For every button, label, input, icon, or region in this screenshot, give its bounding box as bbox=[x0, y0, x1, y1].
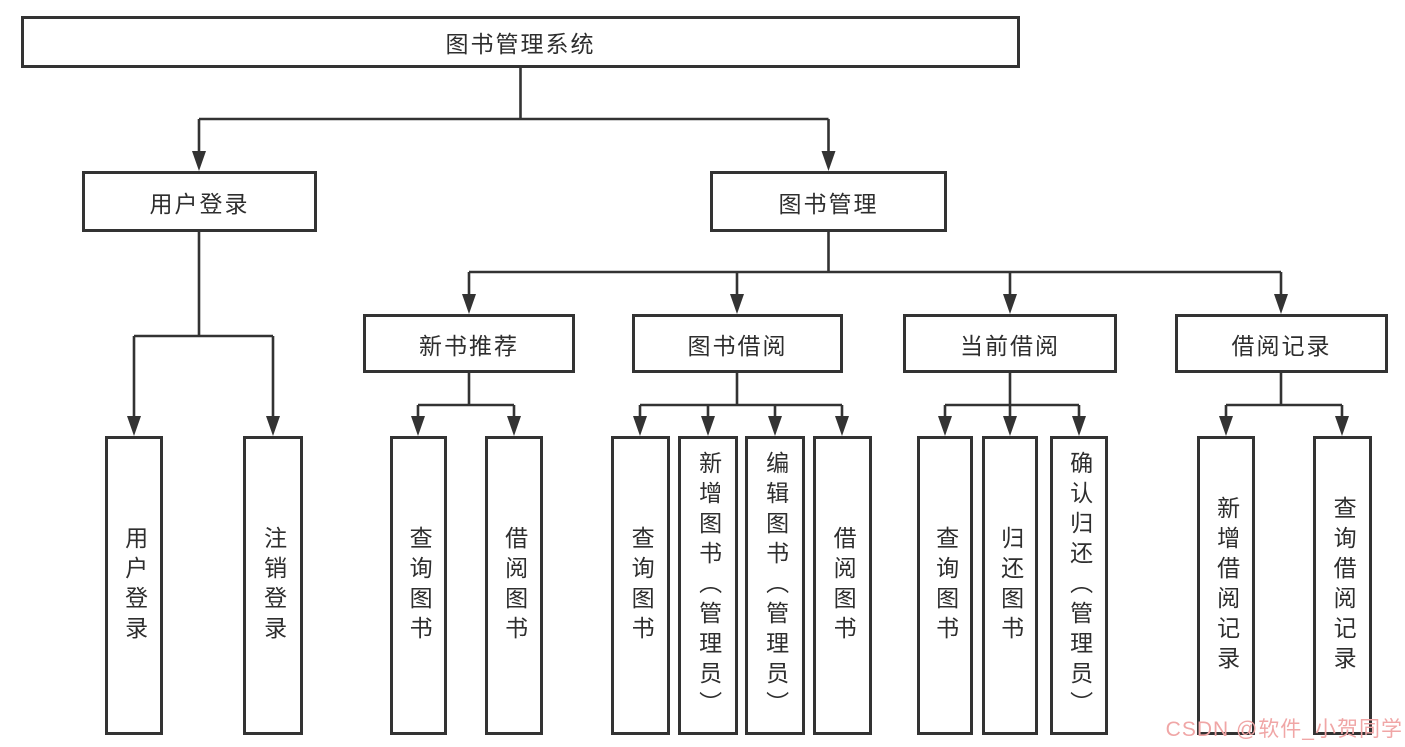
node-label: 图书借阅 bbox=[687, 332, 788, 359]
node-label: 查询图书 bbox=[628, 525, 655, 646]
node-current-borrow: 当前借阅 bbox=[903, 314, 1117, 373]
arrowheads bbox=[127, 151, 1349, 436]
leaf-logout: 注销登录 bbox=[243, 436, 303, 735]
node-new-book-recommend: 新书推荐 bbox=[363, 314, 575, 373]
node-book-management: 图书管理 bbox=[710, 171, 947, 232]
node-label: 确认归还（管理员） bbox=[1066, 450, 1093, 721]
leaf-query-borrow-record: 查询借阅记录 bbox=[1313, 436, 1372, 735]
node-label: 归还图书 bbox=[997, 525, 1024, 646]
node-label: 当前借阅 bbox=[960, 332, 1060, 359]
leaf-return-books: 归还图书 bbox=[982, 436, 1038, 735]
node-label: 图书管理 bbox=[778, 190, 879, 217]
leaf-user-login: 用户登录 bbox=[105, 436, 163, 735]
leaf-add-books-admin: 新增图书（管理员） bbox=[678, 436, 738, 735]
node-book-borrow: 图书借阅 bbox=[632, 314, 843, 373]
leaf-query-books-borrow: 查询图书 bbox=[611, 436, 670, 735]
node-label: 借阅图书 bbox=[501, 525, 528, 646]
leaf-edit-books-admin: 编辑图书（管理员） bbox=[745, 436, 805, 735]
leaf-borrow-books-recommend: 借阅图书 bbox=[485, 436, 543, 735]
leaf-query-books-recommend: 查询图书 bbox=[390, 436, 447, 735]
node-book-management-system: 图书管理系统 bbox=[21, 16, 1020, 68]
csdn-watermark: CSDN @软件_小贺同学 bbox=[1165, 718, 1403, 741]
leaf-query-books-current: 查询图书 bbox=[917, 436, 973, 735]
node-label: 查询借阅记录 bbox=[1330, 495, 1357, 676]
leaf-add-borrow-record: 新增借阅记录 bbox=[1197, 436, 1255, 735]
node-label: 新书推荐 bbox=[419, 332, 519, 359]
leaf-borrow-books: 借阅图书 bbox=[813, 436, 872, 735]
node-label: 注销登录 bbox=[260, 525, 287, 646]
node-borrow-records: 借阅记录 bbox=[1175, 314, 1388, 373]
leaf-confirm-return-admin: 确认归还（管理员） bbox=[1050, 436, 1108, 735]
tree-edges bbox=[132, 68, 1344, 417]
node-label: 查询图书 bbox=[406, 525, 433, 646]
node-label: 借阅记录 bbox=[1231, 332, 1332, 359]
node-label: 新增借阅记录 bbox=[1213, 495, 1240, 676]
node-label: 查询图书 bbox=[932, 525, 959, 646]
node-label: 编辑图书（管理员） bbox=[762, 450, 789, 721]
node-user-login: 用户登录 bbox=[82, 171, 317, 232]
node-label: 借阅图书 bbox=[830, 525, 857, 646]
node-label: 图书管理系统 bbox=[445, 31, 596, 57]
node-label: 用户登录 bbox=[121, 525, 148, 646]
node-label: 新增图书（管理员） bbox=[695, 450, 722, 721]
node-label: 用户登录 bbox=[149, 190, 250, 217]
